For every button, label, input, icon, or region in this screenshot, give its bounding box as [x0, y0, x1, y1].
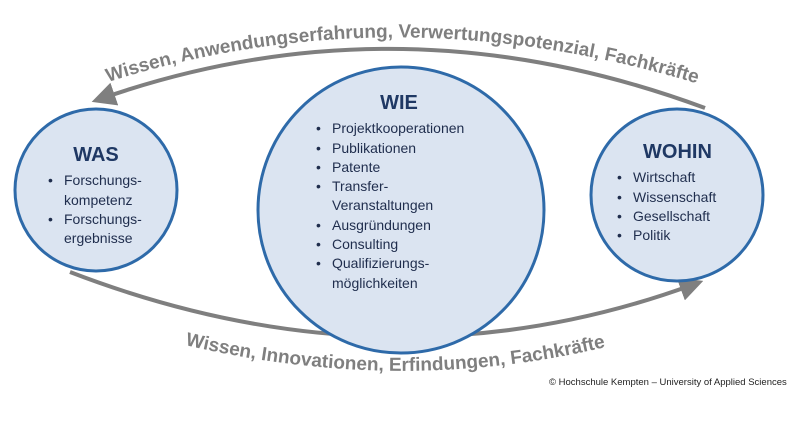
wie-list: ProjektkooperationenPublikationenPatente…	[314, 119, 494, 293]
wie-title: WIE	[380, 92, 418, 114]
wie-block: WIE ProjektkooperationenPublikationenPat…	[314, 92, 494, 293]
was-block: WAS Forschungs- kompetenzForschungs- erg…	[46, 144, 176, 248]
wohin-list-item: Politik	[615, 226, 745, 246]
was-list-item: Forschungs- kompetenz	[46, 171, 176, 210]
was-title: WAS	[73, 144, 119, 166]
was-list-item: Forschungs- ergebnisse	[46, 210, 176, 249]
wie-list-item: Ausgründungen	[314, 216, 494, 236]
wie-list-item: Projektkooperationen	[314, 119, 494, 139]
wohin-list-item: Gesellschaft	[615, 207, 745, 227]
wohin-block: WOHIN WirtschaftWissenschaftGesellschaft…	[615, 141, 745, 246]
wie-list-item: Qualifizierungs- möglichkeiten	[314, 254, 494, 293]
wie-list-item: Consulting	[314, 235, 494, 255]
wohin-list-item: Wissenschaft	[615, 188, 745, 208]
top-flow-arrow	[91, 46, 706, 110]
wie-list-item: Transfer- Veranstaltungen	[314, 177, 494, 216]
wohin-title: WOHIN	[643, 141, 712, 163]
wie-list-item: Publikationen	[314, 139, 494, 159]
was-list: Forschungs- kompetenzForschungs- ergebni…	[46, 171, 176, 248]
copyright-notice: © Hochschule Kempten – University of App…	[549, 377, 787, 388]
wohin-list-item: Wirtschaft	[615, 168, 745, 188]
wie-list-item: Patente	[314, 158, 494, 178]
wohin-list: WirtschaftWissenschaftGesellschaftPoliti…	[615, 168, 745, 245]
